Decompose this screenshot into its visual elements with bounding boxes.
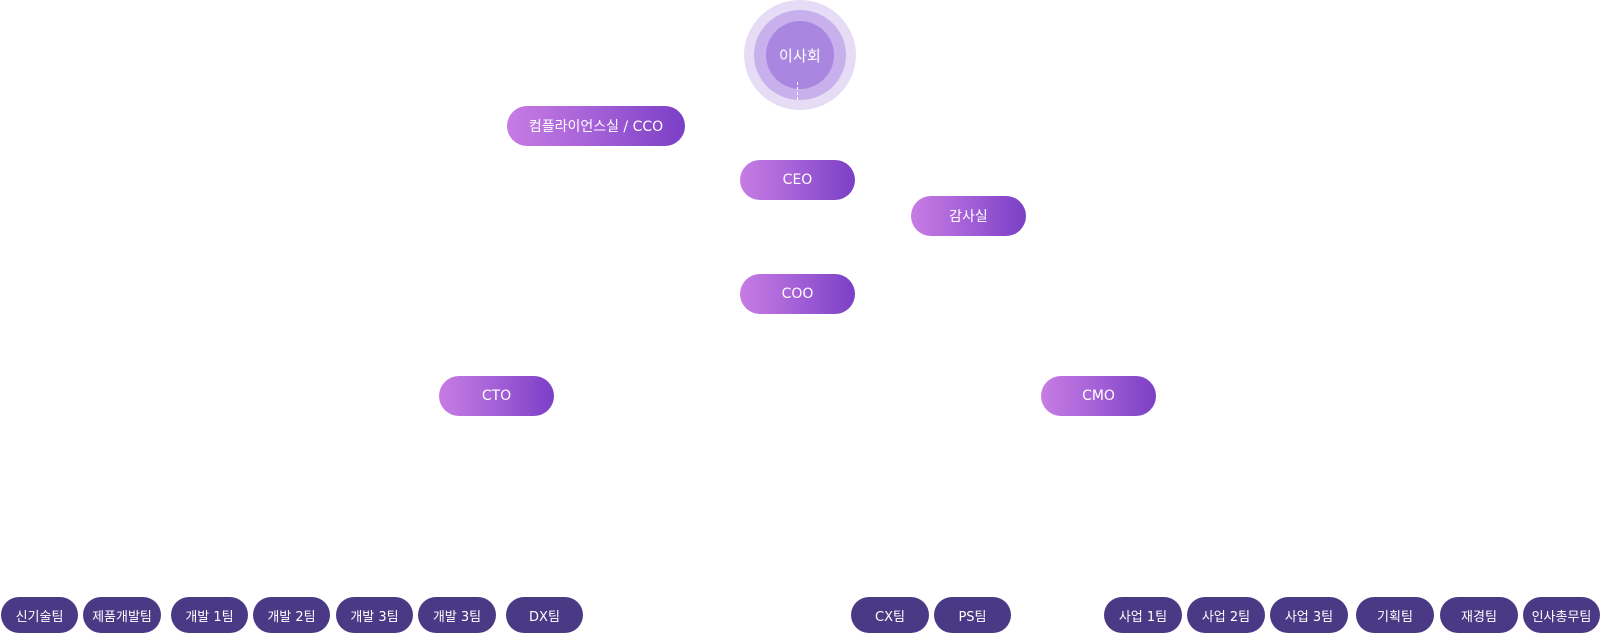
team-node-biz-1: 사업 1팀 <box>1104 597 1182 633</box>
team-label: 사업 2팀 <box>1201 609 1251 625</box>
team-node-ps: PS팀 <box>934 597 1011 633</box>
cmo-node: CMO <box>1041 376 1156 416</box>
board-node: 이사회 <box>766 21 834 89</box>
cto-node: CTO <box>439 376 554 416</box>
team-label: PS팀 <box>958 609 987 625</box>
team-node-dev-3: 개발 3팀 <box>336 597 413 633</box>
cco-node: 컴플라이언스실 / CCO <box>507 106 685 146</box>
ceo-label: CEO <box>782 172 813 188</box>
team-label: 신기술팀 <box>15 609 64 625</box>
team-label: CX팀 <box>875 609 905 625</box>
coo-label: COO <box>781 286 814 302</box>
team-label: 재경팀 <box>1461 609 1497 625</box>
team-label: 사업 1팀 <box>1118 609 1168 625</box>
team-label: 사업 3팀 <box>1284 609 1334 625</box>
cco-label: 컴플라이언스실 / CCO <box>528 119 664 135</box>
team-label: 개발 3팀 <box>432 609 482 625</box>
coo-node: COO <box>740 274 855 314</box>
team-label: 제품개발팀 <box>92 609 152 625</box>
team-node-new-tech: 신기술팀 <box>1 597 78 633</box>
team-node-finance: 재경팀 <box>1440 597 1518 633</box>
ceo-node: CEO <box>740 160 855 200</box>
team-label: 개발 3팀 <box>350 609 399 625</box>
team-node-product-dev: 제품개발팀 <box>83 597 161 633</box>
team-node-dev-1: 개발 1팀 <box>171 597 248 633</box>
team-node-biz-2: 사업 2팀 <box>1187 597 1265 633</box>
team-node-planning: 기획팀 <box>1356 597 1434 633</box>
board-label: 이사회 <box>778 46 821 65</box>
team-node-cx: CX팀 <box>851 597 929 633</box>
team-node-dev-2: 개발 2팀 <box>253 597 330 633</box>
cmo-label: CMO <box>1082 388 1115 404</box>
cto-label: CTO <box>481 388 512 404</box>
audit-office-label: 감사실 <box>949 209 988 225</box>
audit-office-node: 감사실 <box>911 196 1026 236</box>
team-node-biz-3: 사업 3팀 <box>1270 597 1348 633</box>
team-label: 기획팀 <box>1377 609 1413 625</box>
team-label: DX팀 <box>529 609 560 625</box>
team-label: 개발 1팀 <box>185 609 234 625</box>
team-label: 인사총무팀 <box>1531 609 1592 625</box>
team-node-dx: DX팀 <box>506 597 583 633</box>
team-label: 개발 2팀 <box>267 609 316 625</box>
team-node-dev-3b: 개발 3팀 <box>418 597 496 633</box>
board-connector <box>797 82 798 100</box>
team-node-hr-admin: 인사총무팀 <box>1523 597 1600 633</box>
